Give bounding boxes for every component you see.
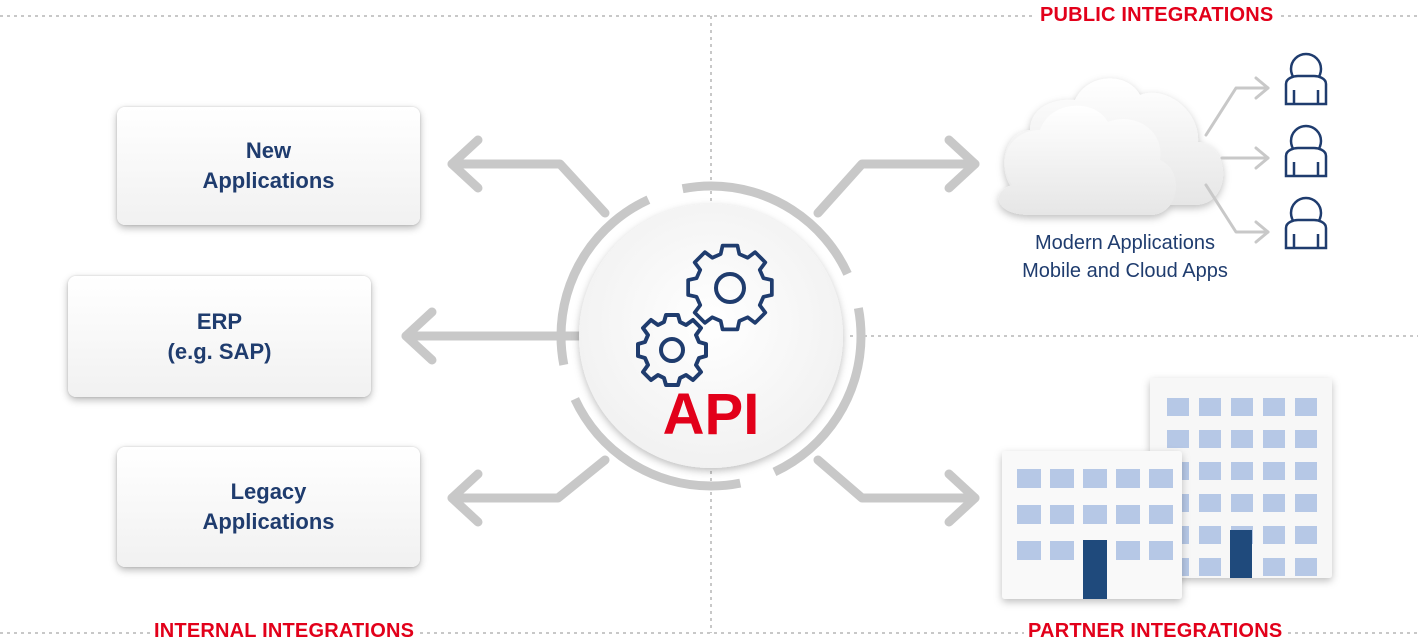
box-label: Applications xyxy=(202,509,335,534)
box-label: (e.g. SAP) xyxy=(167,338,272,364)
building-window xyxy=(1149,541,1173,560)
building-window xyxy=(1263,494,1285,512)
box-label: Applications xyxy=(202,168,335,193)
hub-outer-ring-left xyxy=(556,181,866,491)
user-icon xyxy=(1284,196,1328,250)
building-window xyxy=(1263,462,1285,480)
api-label: API xyxy=(662,382,760,447)
building-window xyxy=(1199,398,1221,416)
building-window xyxy=(1116,505,1140,524)
building-window xyxy=(1263,430,1285,448)
building-window xyxy=(1017,505,1041,524)
erp-box: ERP (e.g. SAP) xyxy=(68,276,371,397)
building-window xyxy=(1017,469,1041,488)
building-window xyxy=(1149,469,1173,488)
arrow-to-legacy xyxy=(447,455,610,503)
building-window xyxy=(1017,541,1041,560)
public-integrations-label: PUBLIC INTEGRATIONS xyxy=(1036,4,1278,27)
building-window xyxy=(1231,494,1253,512)
api-hub xyxy=(556,181,866,491)
building-window xyxy=(1167,398,1189,416)
building-window xyxy=(1295,494,1317,512)
box-label: ERP xyxy=(196,308,243,334)
arrow-head-partners xyxy=(944,469,980,527)
building-window xyxy=(1263,398,1285,416)
building-window xyxy=(1199,462,1221,480)
building-window xyxy=(1263,558,1285,576)
partner-integrations-label: PARTNER INTEGRATIONS xyxy=(1024,620,1287,643)
box-label: Legacy xyxy=(230,479,307,504)
cloud-caption: Modern Applications Mobile and Cloud App… xyxy=(980,229,1270,285)
building-window xyxy=(1116,469,1140,488)
cloud-fan-arrows xyxy=(1204,76,1270,244)
building-window xyxy=(1199,494,1221,512)
building-window xyxy=(1199,526,1221,544)
building-window xyxy=(1295,398,1317,416)
arrow-to-new-apps xyxy=(447,159,610,218)
building-window xyxy=(1295,526,1317,544)
building-window xyxy=(1295,462,1317,480)
users xyxy=(1284,52,1328,250)
building-window xyxy=(1050,505,1074,524)
building-window xyxy=(1295,558,1317,576)
building-window xyxy=(1295,430,1317,448)
arrows xyxy=(401,135,980,527)
building-window xyxy=(1083,469,1107,488)
building-door xyxy=(1083,540,1107,599)
arrow-to-partners xyxy=(813,455,980,503)
building-window xyxy=(1231,430,1253,448)
building-window xyxy=(1199,430,1221,448)
arrow-head-legacy xyxy=(447,469,483,527)
hub-disc xyxy=(579,204,843,468)
arrow-head-erp xyxy=(401,307,437,365)
arrow-to-cloud xyxy=(813,159,980,218)
building-icon xyxy=(1002,378,1332,599)
box-label: New xyxy=(245,138,292,163)
building-window xyxy=(1231,462,1253,480)
building-window xyxy=(1050,541,1074,560)
building-window xyxy=(1263,526,1285,544)
cloud-caption-line: Modern Applications xyxy=(1034,232,1216,254)
internal-integrations-label: INTERNAL INTEGRATIONS xyxy=(150,620,419,643)
building-window xyxy=(1116,541,1140,560)
building-window xyxy=(1083,505,1107,524)
building-window xyxy=(1199,558,1221,576)
cloud-icon xyxy=(998,78,1224,215)
user-icon xyxy=(1284,124,1328,178)
building-window xyxy=(1149,505,1173,524)
building-window xyxy=(1231,398,1253,416)
arrow-head-cloud xyxy=(944,135,980,193)
user-icon xyxy=(1284,52,1328,106)
arrow-head-new-apps xyxy=(447,135,483,193)
building-door xyxy=(1230,530,1252,578)
gears-icon xyxy=(636,243,774,387)
building-window xyxy=(1167,430,1189,448)
cloud-caption-line: Mobile and Cloud Apps xyxy=(1022,260,1228,282)
building-window xyxy=(1050,469,1074,488)
